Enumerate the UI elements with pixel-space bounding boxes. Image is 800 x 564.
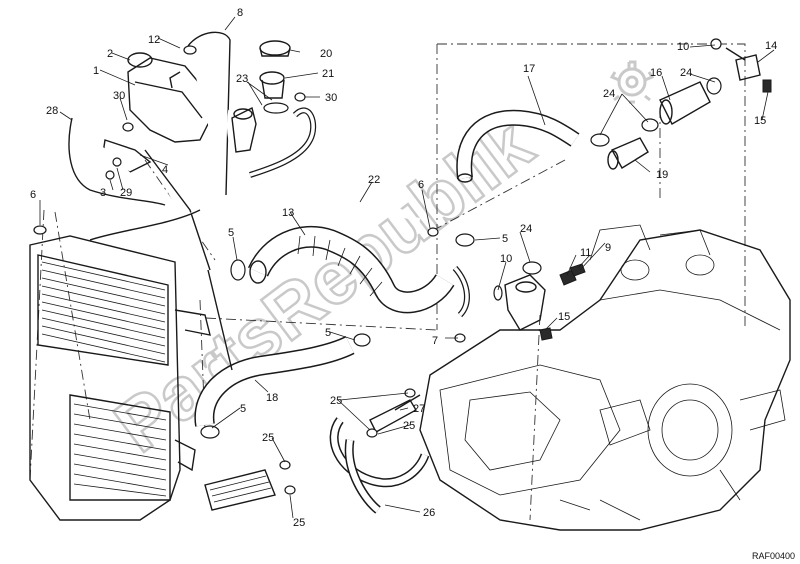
y-connector-27 (369, 394, 421, 433)
callout-17: 17 (523, 63, 535, 75)
hose-8 (187, 31, 231, 196)
callout-13: 13 (282, 207, 294, 219)
clamp-6a (33, 225, 47, 235)
callout-27: 27 (413, 403, 425, 415)
callout-4: 4 (162, 164, 168, 176)
expansion-tank (101, 52, 211, 173)
clamp-25c (279, 460, 291, 470)
clamp-25d (284, 485, 296, 495)
drawing-code: RAF00400 (752, 551, 795, 561)
callout-11: 11 (580, 247, 591, 259)
callout-30a: 30 (113, 90, 125, 102)
sensor-14 (725, 47, 761, 81)
leader-lines (39, 16, 775, 519)
hose-18 (207, 269, 233, 371)
callout-15b: 15 (558, 311, 570, 323)
clamp-6b (427, 227, 439, 237)
callout-3: 3 (100, 187, 106, 199)
callout-26: 26 (423, 507, 435, 519)
water-pump-fitting (504, 274, 546, 331)
callout-8: 8 (237, 7, 243, 19)
callout-23: 23 (236, 73, 248, 85)
sensor-11b (569, 263, 586, 277)
hose-22 (227, 109, 421, 222)
watermark-gear-icon (609, 60, 655, 104)
callout-16: 16 (650, 67, 662, 79)
callout-20: 20 (320, 48, 332, 60)
bolt-15b (539, 327, 553, 341)
clip-10a (710, 38, 722, 50)
callout-29: 29 (120, 187, 132, 199)
callout-19: 19 (656, 169, 668, 181)
callout-24c: 24 (520, 223, 532, 235)
radiator-fins (41, 261, 167, 497)
callout-22: 22 (368, 174, 380, 186)
washer-29 (112, 157, 122, 167)
callout-24a: 24 (680, 67, 692, 79)
washer-10b (493, 285, 503, 301)
bolt-15a (762, 79, 772, 93)
clamp-24b (641, 118, 659, 132)
callout-5c: 5 (325, 327, 331, 339)
hose-top-right-loop (249, 107, 317, 178)
clamp-24a (590, 133, 610, 147)
clamp-25b (366, 428, 378, 438)
callout-25d: 25 (293, 517, 305, 529)
callout-21: 21 (322, 68, 334, 80)
engine-block (419, 224, 791, 531)
clamp-5a (230, 259, 246, 281)
callout-6a: 6 (30, 189, 36, 201)
callout-5b: 5 (502, 233, 508, 245)
bolt-3 (105, 170, 115, 180)
callout-18: 18 (266, 392, 278, 404)
hose-26 (329, 417, 430, 514)
thermostat-housing-16 (659, 81, 711, 125)
callout-6b: 6 (418, 179, 424, 191)
callout-25b: 25 (403, 420, 415, 432)
callout-30b: 30 (325, 92, 337, 104)
callout-7: 7 (432, 335, 438, 347)
callout-24b: 24 (603, 88, 615, 100)
oil-cooler (204, 469, 276, 511)
clamp-30a (122, 122, 134, 132)
hose-17 (456, 109, 580, 183)
callout-25c: 25 (262, 432, 274, 444)
clamp-5c (353, 333, 371, 347)
callout-10a: 10 (677, 41, 689, 53)
clamp-5d (200, 425, 220, 439)
fitting-top-center (231, 106, 257, 153)
clamp-24c (706, 77, 722, 95)
hose-small-center (452, 266, 470, 318)
radiator (29, 235, 211, 521)
callout-5d: 5 (240, 403, 246, 415)
hose-lower-radiator (194, 335, 355, 427)
callout-10b: 10 (500, 253, 512, 265)
clamp-24d (522, 261, 542, 275)
clamp-30b (294, 92, 306, 102)
callout-28: 28 (46, 105, 58, 117)
callout-15a: 15 (754, 115, 766, 127)
callouts: 1 2 3 4 5 5 5 5 6 6 7 8 9 10 10 11 12 13… (30, 7, 777, 529)
clamp-5b (455, 233, 475, 247)
callout-5a: 5 (228, 227, 234, 239)
callout-12: 12 (148, 34, 160, 46)
hose-upper-tank (89, 149, 211, 271)
sensor-11a (559, 269, 577, 286)
hose-13 (247, 225, 455, 314)
callout-2: 2 (107, 48, 113, 60)
fitting-19 (607, 137, 649, 170)
callout-9: 9 (605, 242, 611, 254)
callout-1: 1 (93, 65, 99, 77)
callout-25a: 25 (330, 395, 342, 407)
callout-14: 14 (765, 40, 777, 52)
clamp-12 (183, 45, 197, 55)
filler-cap-assembly (259, 40, 291, 114)
clamps (33, 38, 772, 495)
